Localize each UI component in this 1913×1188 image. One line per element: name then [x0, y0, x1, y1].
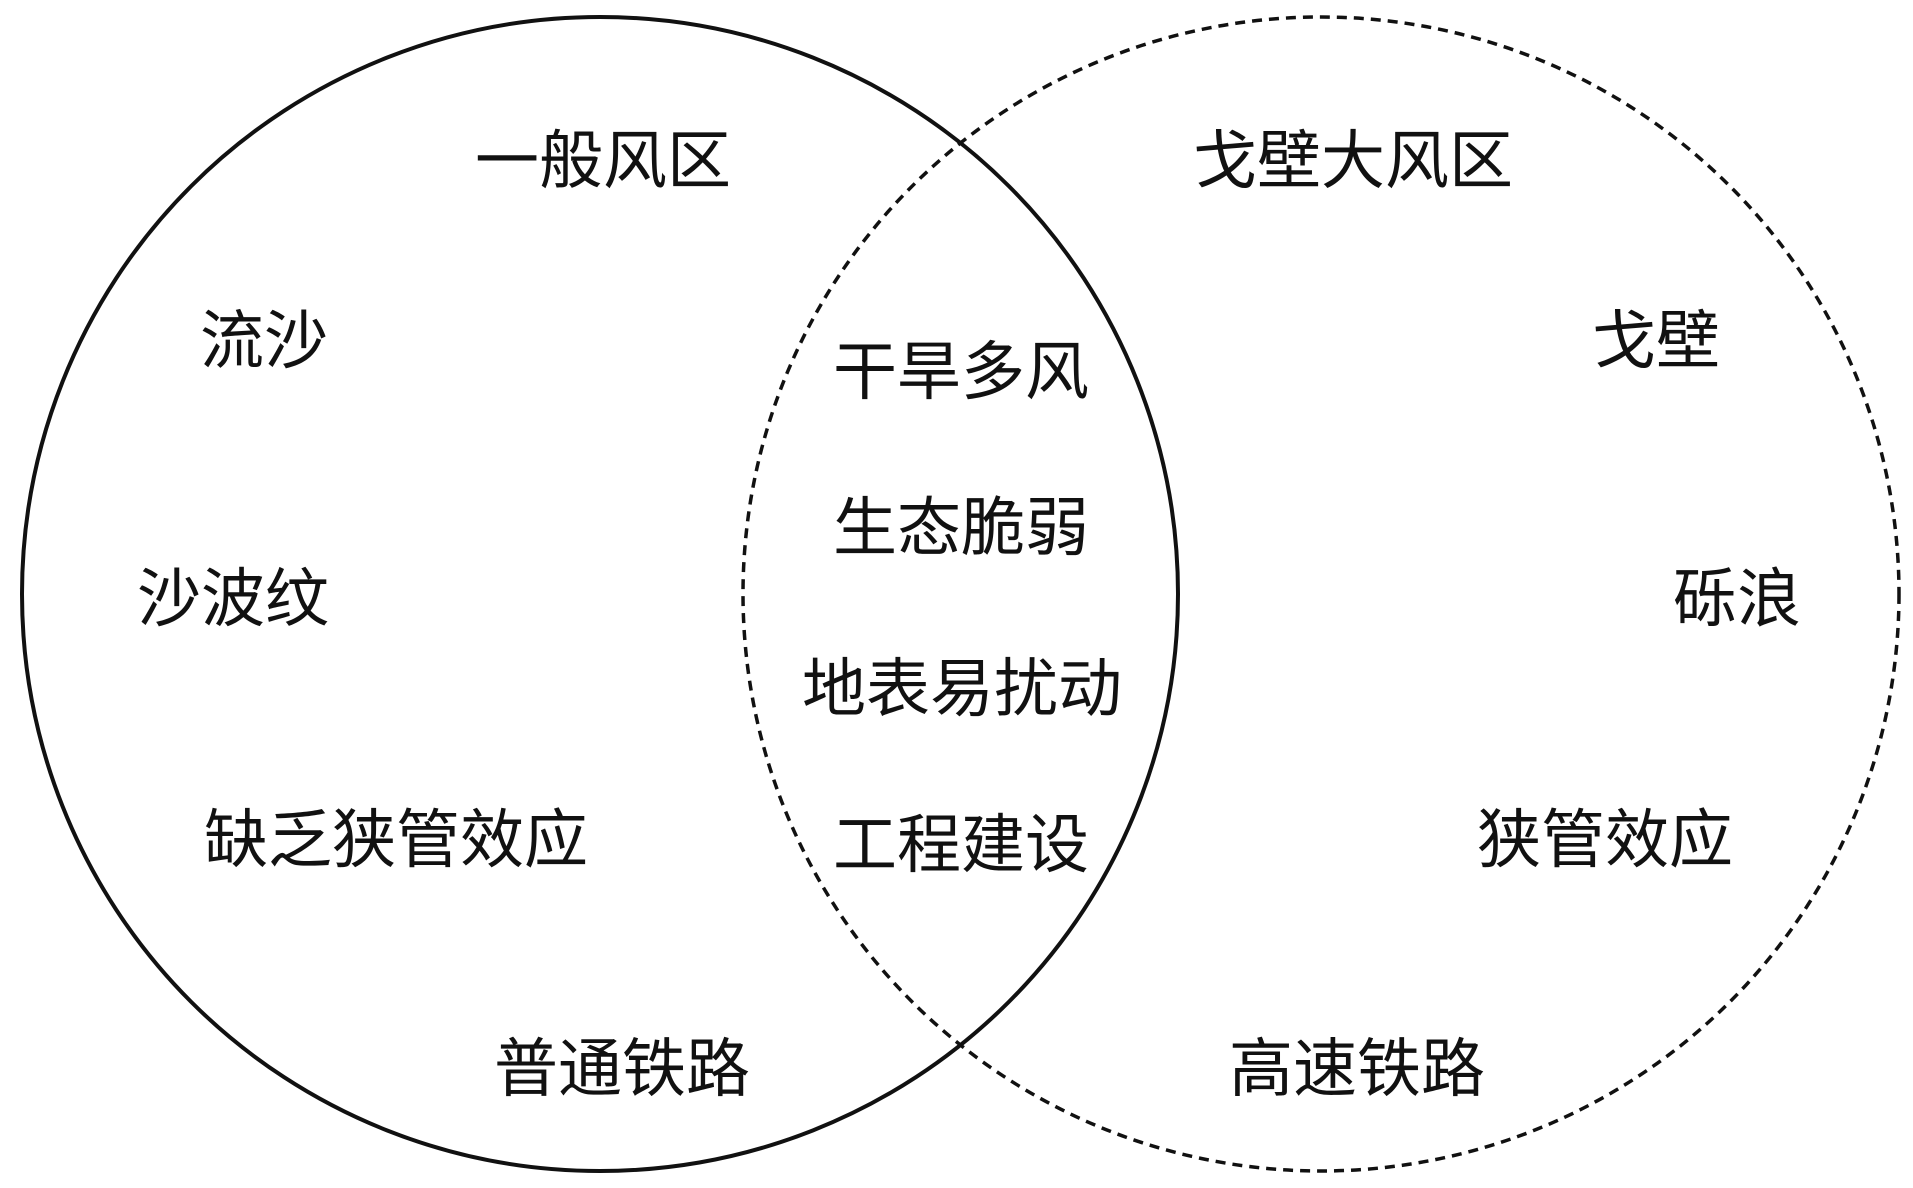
left-item-conventional-railway: 普通铁路 — [494, 1033, 750, 1107]
left-set-circle — [20, 15, 1180, 1173]
right-item-high-speed-railway: 高速铁路 — [1229, 1033, 1485, 1107]
left-item-quicksand: 流沙 — [200, 305, 328, 379]
left-item-sand-ripples: 沙波纹 — [137, 563, 329, 637]
right-item-gobi-strong-wind-zone: 戈壁大风区 — [1193, 125, 1513, 199]
right-item-gobi: 戈壁 — [1592, 305, 1720, 379]
left-item-general-wind-zone: 一般风区 — [475, 125, 731, 199]
right-item-gravel-waves: 砾浪 — [1673, 563, 1801, 637]
shared-item-easily-disturbed-surface: 地表易扰动 — [802, 653, 1122, 727]
shared-item-fragile-ecology: 生态脆弱 — [833, 492, 1089, 566]
right-set-circle — [741, 15, 1901, 1173]
shared-item-arid-windy: 干旱多风 — [833, 336, 1089, 410]
shared-item-engineering-construction: 工程建设 — [833, 809, 1089, 883]
right-item-narrow-pipe-effect: 狭管效应 — [1477, 804, 1733, 878]
left-item-lacks-narrow-pipe-effect: 缺乏狭管效应 — [204, 804, 588, 878]
